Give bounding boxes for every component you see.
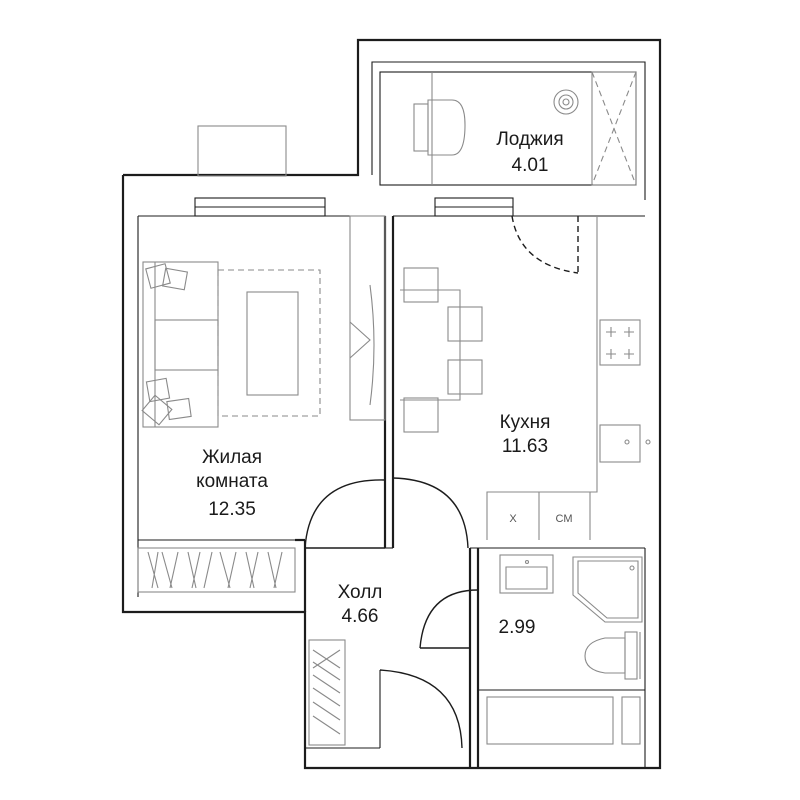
- kitchen-name: Кухня: [500, 412, 551, 433]
- kitchen: Х СМ Кухня 11.63: [385, 215, 651, 549]
- living-name-line1: Жилая: [202, 447, 262, 468]
- balcony-ledge: [197, 125, 287, 177]
- sofa-icon: [141, 261, 219, 428]
- toilet-icon: [584, 631, 641, 680]
- hall: Холл 4.66: [295, 477, 645, 768]
- outer-walls: [121, 38, 662, 770]
- loggia: Лоджия 4.01: [371, 61, 646, 200]
- stove-icon: [599, 319, 641, 366]
- loggia-area: 4.01: [512, 155, 549, 176]
- bath-door: [419, 589, 479, 649]
- plant-icon: [553, 89, 579, 115]
- hall-name: Холл: [338, 582, 383, 603]
- living-name-line2: комната: [196, 471, 268, 492]
- loggia-name: Лоджия: [496, 129, 563, 150]
- living-area: 12.35: [208, 499, 256, 520]
- bathroom: 2.99: [478, 548, 646, 768]
- hall-area: 4.66: [342, 606, 379, 627]
- washer-label: СМ: [556, 513, 573, 525]
- dining-chairs-icon: [400, 267, 483, 433]
- entrance-door: [379, 669, 463, 749]
- storage-closets: [486, 696, 641, 745]
- rug-outline: [217, 269, 321, 417]
- coffee-table: [246, 291, 299, 396]
- shower-icon: [572, 556, 643, 623]
- fridge-label: Х: [509, 513, 517, 525]
- sink-icon: [599, 424, 651, 463]
- armchair-icon: [413, 99, 466, 156]
- hall-wardrobe-icon: [308, 639, 346, 746]
- living-room: Жилая комната 12.35: [137, 215, 395, 593]
- kitchen-area: 11.63: [502, 436, 548, 457]
- loggia-door: [511, 215, 579, 274]
- kitchen-door: [392, 477, 469, 549]
- bath-area: 2.99: [499, 617, 536, 638]
- radiator-icon: [137, 547, 296, 593]
- washbasin-icon: [499, 554, 554, 594]
- living-door: [304, 479, 386, 549]
